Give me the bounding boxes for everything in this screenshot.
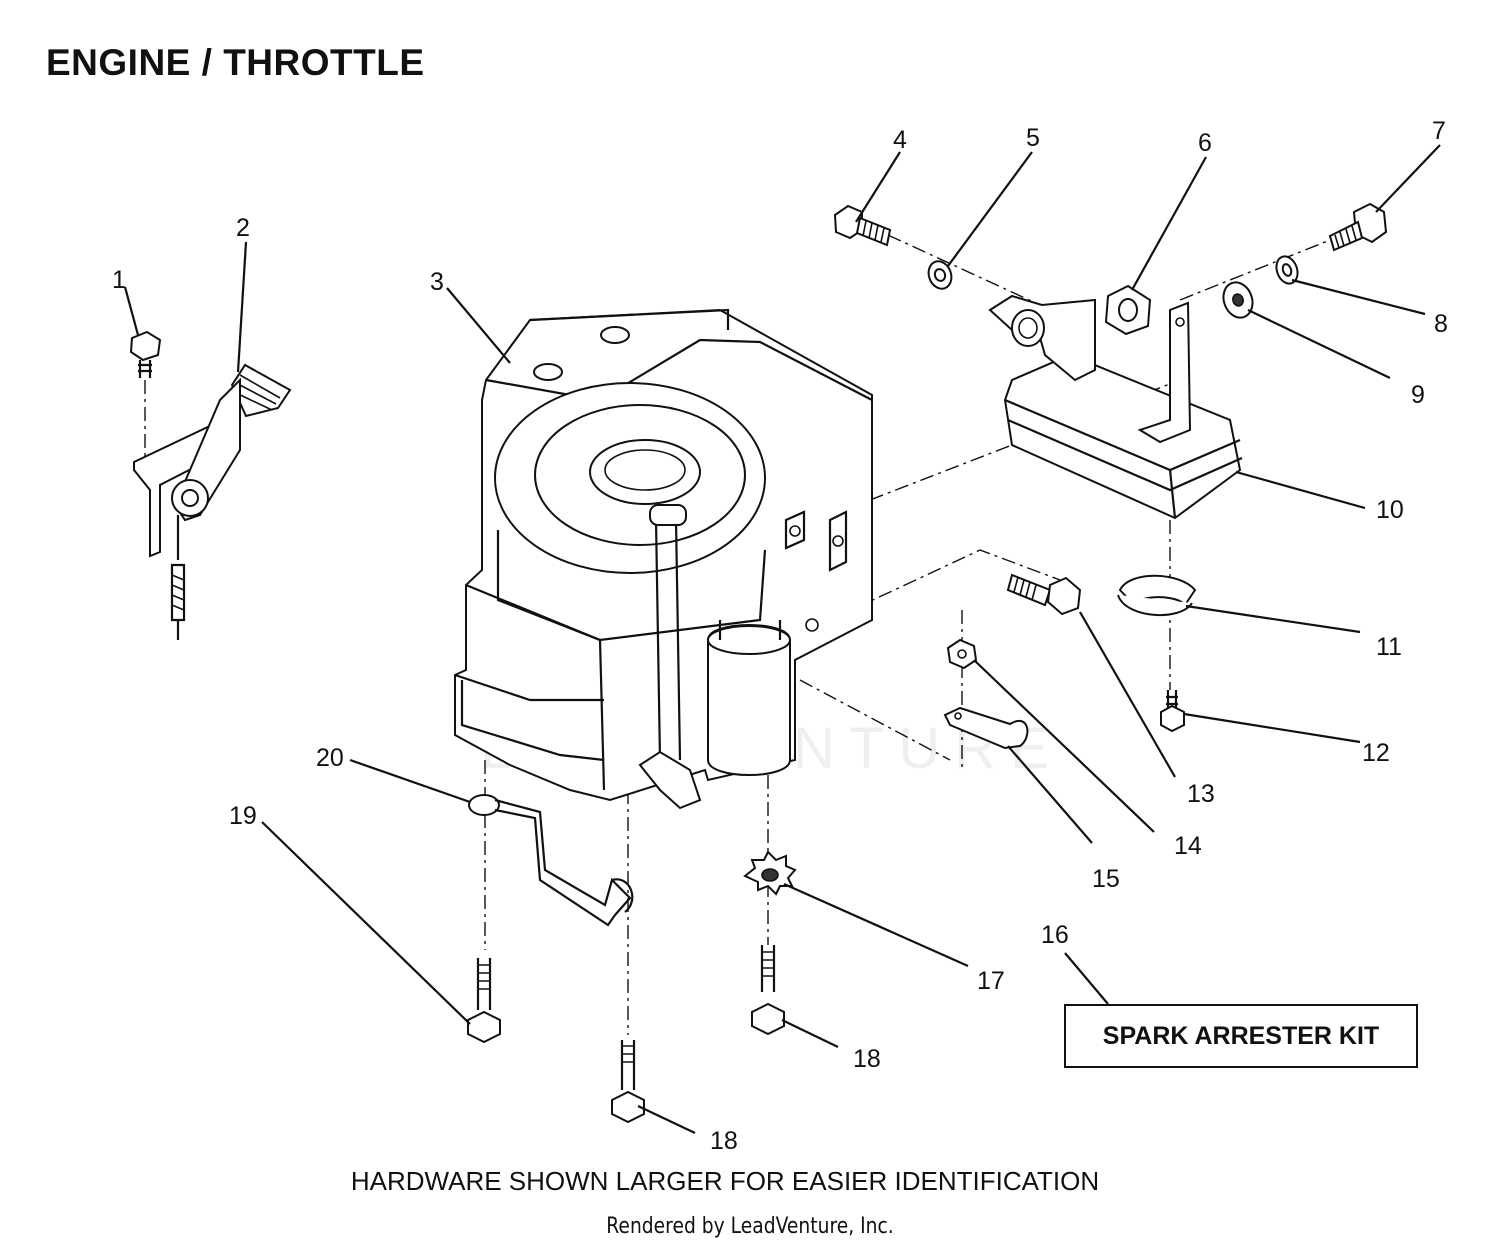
part-9-washer bbox=[1222, 281, 1254, 319]
callout-2: 2 bbox=[236, 214, 250, 242]
part-8-lockwasher bbox=[1275, 255, 1299, 285]
callout-16: 16 bbox=[1041, 921, 1069, 949]
callout-7: 7 bbox=[1432, 117, 1446, 145]
part-13-bolt bbox=[1006, 573, 1082, 616]
callout-19: 19 bbox=[229, 802, 257, 830]
callout-6: 6 bbox=[1198, 129, 1212, 157]
spark-arrester-kit-label: SPARK ARRESTER KIT bbox=[1102, 1021, 1380, 1050]
callout-20: 20 bbox=[316, 744, 344, 772]
callout-14: 14 bbox=[1174, 832, 1202, 860]
spark-arrester-kit-box: SPARK ARRESTER KIT bbox=[1064, 1004, 1418, 1068]
callout-labels: 1 2 3 4 5 6 7 8 9 10 11 12 13 14 15 16 1… bbox=[112, 117, 1448, 1155]
callout-1: 1 bbox=[112, 266, 126, 294]
part-18-bolt-b bbox=[611, 1040, 645, 1124]
callout-12: 12 bbox=[1362, 739, 1390, 767]
callout-5: 5 bbox=[1026, 124, 1040, 152]
diagram-title: ENGINE / THROTTLE bbox=[46, 42, 425, 83]
part-11-bracket bbox=[1117, 574, 1197, 617]
callout-13: 13 bbox=[1187, 780, 1215, 808]
part-6-gasket bbox=[1104, 284, 1152, 336]
part-4-bolt bbox=[833, 204, 892, 247]
rendered-by-credit: Rendered by LeadVenture, Inc. bbox=[606, 1214, 894, 1239]
callout-17: 17 bbox=[977, 967, 1005, 995]
part-18-bolt-a bbox=[751, 945, 785, 1036]
callout-18-b: 18 bbox=[710, 1127, 738, 1155]
part-5-washer bbox=[927, 260, 953, 290]
part-20-bracket bbox=[468, 794, 634, 927]
leader-lines bbox=[123, 144, 1441, 1134]
hardware-footnote: HARDWARE SHOWN LARGER FOR EASIER IDENTIF… bbox=[350, 1166, 1100, 1196]
part-1-screw bbox=[129, 330, 162, 378]
part-15-clip bbox=[943, 706, 1029, 750]
callout-4: 4 bbox=[893, 126, 907, 154]
callout-15: 15 bbox=[1092, 865, 1120, 893]
part-3-engine bbox=[454, 308, 873, 810]
callout-9: 9 bbox=[1411, 381, 1425, 409]
callout-11: 11 bbox=[1376, 633, 1402, 661]
part-14-nut bbox=[946, 638, 978, 670]
callout-8: 8 bbox=[1434, 310, 1448, 338]
callout-3: 3 bbox=[430, 268, 444, 296]
part-2-throttle-control bbox=[133, 363, 292, 640]
part-17-star-washer bbox=[743, 850, 797, 896]
callout-10: 10 bbox=[1376, 496, 1404, 524]
part-12-screw bbox=[1160, 690, 1185, 733]
callout-18-a: 18 bbox=[853, 1045, 881, 1073]
part-7-bolt bbox=[1328, 202, 1388, 252]
part-10-muffler bbox=[988, 294, 1243, 520]
part-19-bolt bbox=[467, 958, 501, 1044]
